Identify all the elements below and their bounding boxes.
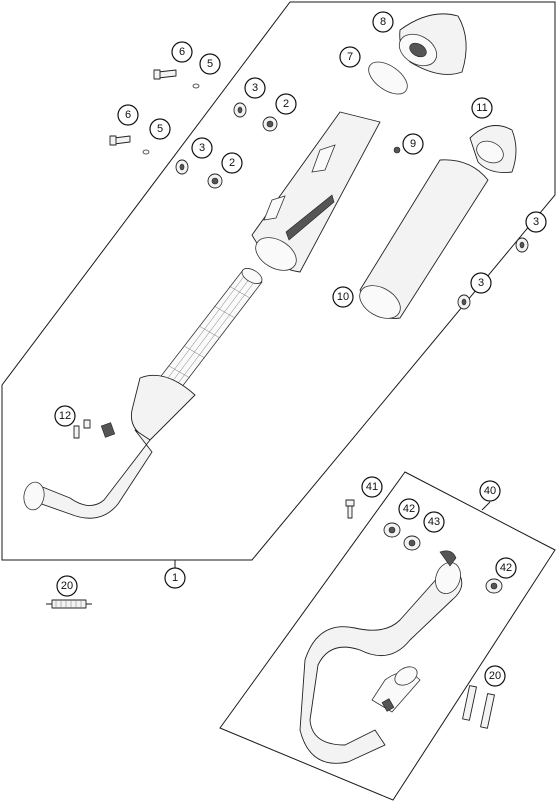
callout-20a: 20 [56, 575, 78, 597]
svg-text:10: 10 [337, 291, 349, 303]
svg-text:8: 8 [380, 16, 386, 28]
spring-20b-part [462, 685, 495, 729]
svg-text:7: 7 [347, 51, 353, 63]
nut-2a-part [262, 116, 278, 132]
cone-part [130, 374, 196, 441]
svg-text:5: 5 [157, 123, 163, 135]
washer-5a-part [192, 83, 200, 89]
callout-42a: 42 [398, 498, 420, 520]
svg-text:42: 42 [500, 562, 512, 574]
callout-20b: 20 [484, 665, 506, 687]
gasket-ring-part [368, 61, 408, 95]
svg-text:40: 40 [484, 485, 496, 497]
svg-text:6: 6 [125, 109, 131, 121]
washer-3a-part [233, 102, 247, 118]
callout-3a: 3 [244, 77, 266, 99]
svg-text:3: 3 [478, 277, 484, 289]
clamp-12-part [73, 419, 91, 439]
svg-text:11: 11 [476, 102, 487, 114]
svg-text:9: 9 [410, 138, 416, 150]
callout-1: 1 [164, 567, 186, 589]
svg-text:1: 1 [172, 572, 178, 584]
callout-3c: 3 [525, 211, 547, 233]
svg-text:2: 2 [229, 157, 235, 169]
silencer-sleeve-part [251, 111, 381, 273]
callout-6a: 6 [171, 41, 193, 63]
svg-text:20: 20 [489, 670, 501, 682]
svg-text:2: 2 [283, 98, 289, 110]
screw-6a-part [153, 69, 177, 80]
callout-5b: 5 [149, 118, 171, 140]
callout-8: 8 [372, 11, 394, 33]
svg-text:43: 43 [428, 516, 440, 528]
assembly-40-outline [219, 471, 556, 801]
header-pipe-part [299, 550, 463, 764]
svg-text:5: 5 [207, 58, 213, 70]
svg-text:42: 42 [403, 503, 415, 515]
svg-text:3: 3 [252, 82, 258, 94]
callout-6b: 6 [117, 104, 139, 126]
nut-2b-part [207, 173, 223, 189]
spring-20a-part [46, 599, 92, 609]
silencer-10-part [359, 159, 489, 319]
screw-41-part [345, 499, 355, 519]
pipe-1-part [23, 422, 153, 519]
washer-3c-part [515, 237, 529, 253]
end-cap-11-part [469, 125, 517, 173]
svg-text:41: 41 [366, 481, 378, 493]
callout-2a: 2 [275, 93, 297, 115]
callout-12: 12 [54, 405, 76, 427]
screw-6b-part [109, 135, 131, 146]
callout-9: 9 [402, 133, 424, 155]
svg-text:20: 20 [61, 580, 73, 592]
washer-5b-part [142, 149, 150, 155]
callout-3d: 3 [470, 272, 492, 294]
washer-3b-part [175, 159, 189, 175]
washer-42b-part [485, 578, 503, 594]
callout-3b: 3 [191, 137, 213, 159]
svg-text:3: 3 [199, 142, 205, 154]
callout-10: 10 [332, 286, 354, 308]
end-cap-part [398, 13, 467, 75]
callout-41: 41 [361, 476, 383, 498]
washer-3d-part [457, 294, 471, 310]
perforated-core-part [157, 268, 263, 393]
callout-7: 7 [339, 46, 361, 68]
screw-9-part [393, 146, 401, 154]
assembly-1-outline [1, 1, 556, 561]
washer-42a-part [383, 522, 401, 538]
callout-11: 11 [471, 97, 493, 119]
svg-text:12: 12 [59, 410, 71, 422]
svg-text:3: 3 [533, 216, 539, 228]
callout-42b: 42 [495, 557, 517, 579]
svg-text:6: 6 [179, 46, 185, 58]
callout-2b: 2 [221, 152, 243, 174]
callout-40: 40 [479, 480, 501, 502]
callout-5a: 5 [199, 53, 221, 75]
callout-43: 43 [423, 511, 445, 533]
nut-43-part [403, 535, 421, 551]
